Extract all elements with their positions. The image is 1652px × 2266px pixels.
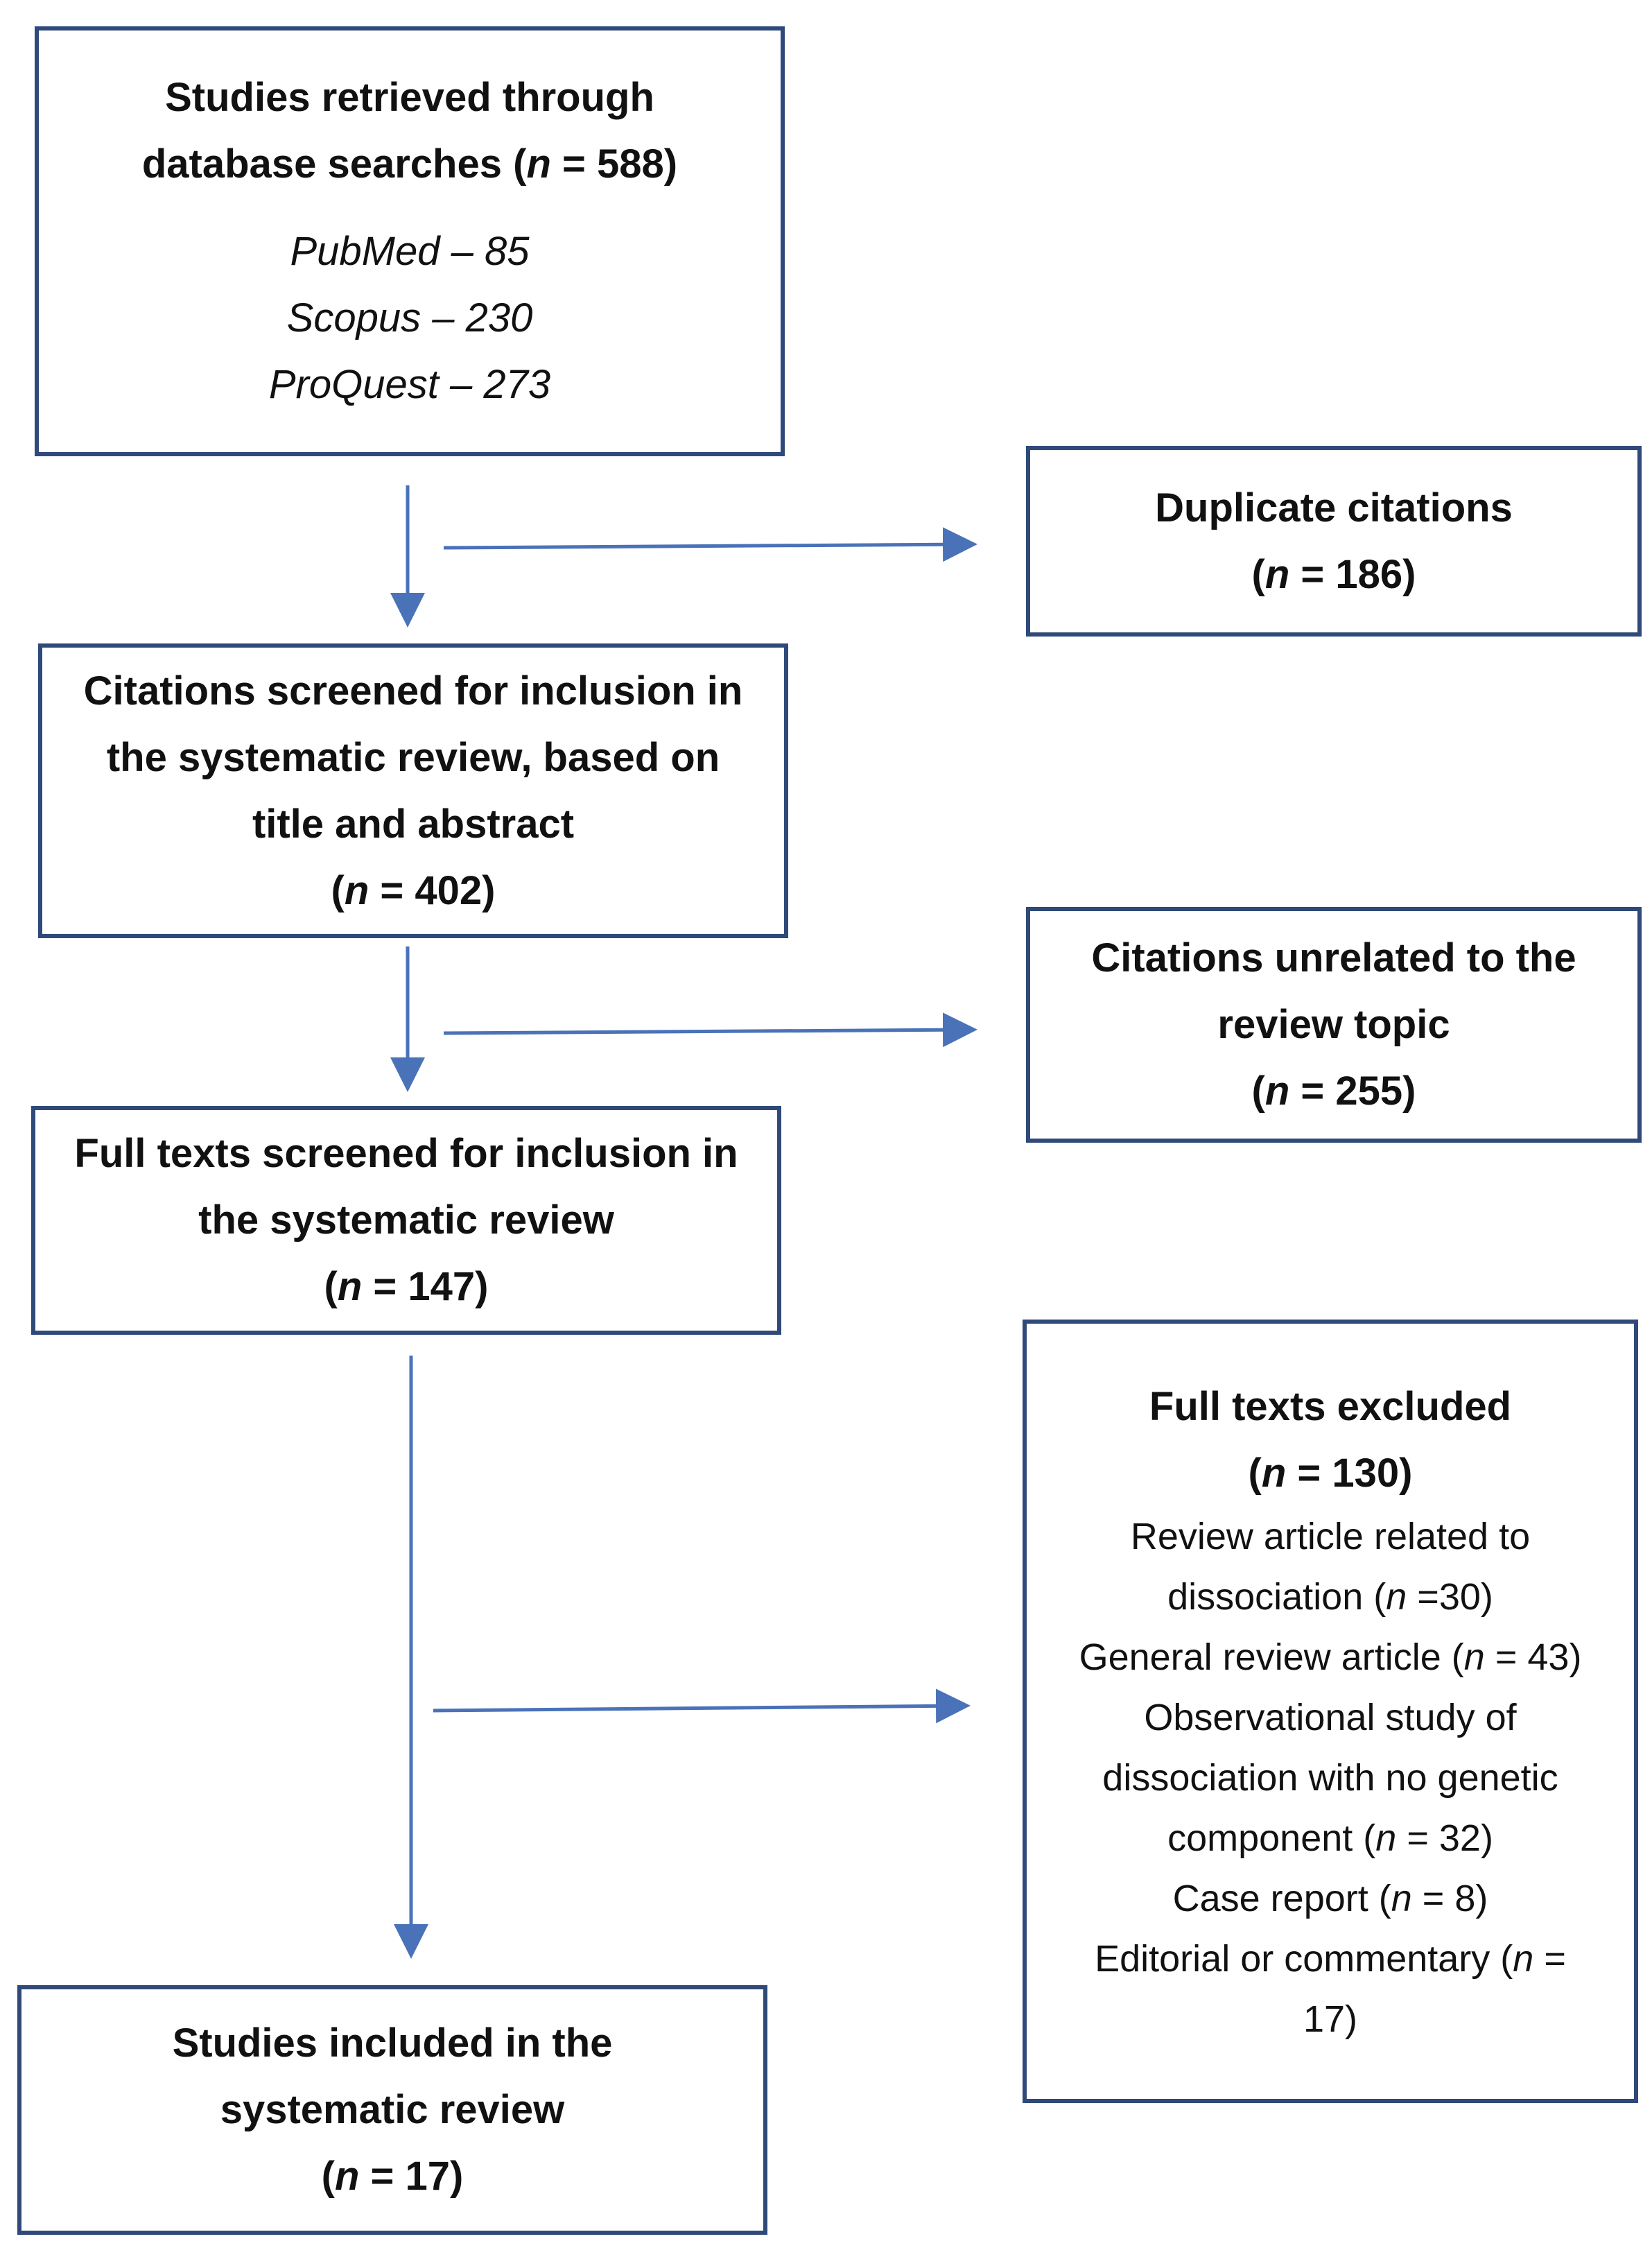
- included-title: Studies included in the systematic revie…: [172, 2021, 613, 2132]
- duplicates-count: (n = 186): [1251, 551, 1416, 597]
- screened-count: (n = 402): [331, 867, 496, 913]
- arrow-to-duplicates: [443, 527, 977, 562]
- box-full-texts-excluded: Full texts excluded (n = 130) Review art…: [1023, 1320, 1638, 2103]
- reason-observational: Observational study of dissociation with…: [1102, 1696, 1558, 1859]
- arrow-to-unrelated: [443, 1012, 977, 1048]
- reason-case-report: Case report (n = 8): [1172, 1877, 1488, 1919]
- included-count: (n = 17): [321, 2154, 464, 2199]
- retrieved-title-line: Studies retrieved through database searc…: [98, 64, 722, 198]
- screened-title: Citations screened for inclusion in the …: [83, 668, 743, 847]
- box-citations-unrelated: Citations unrelated to the review topic …: [1026, 907, 1642, 1143]
- unrelated-title: Citations unrelated to the review topic: [1091, 935, 1576, 1047]
- source-pubmed: PubMed – 85: [290, 229, 530, 274]
- fulltext-count: (n = 147): [324, 1264, 489, 1309]
- reason-general-review: General review article (n = 43): [1079, 1636, 1582, 1678]
- source-proquest: ProQuest – 273: [268, 362, 551, 407]
- fulltext-title: Full texts screened for inclusion in the…: [74, 1131, 738, 1243]
- source-scopus: Scopus – 230: [286, 295, 533, 340]
- excluded-title: Full texts excluded: [1149, 1383, 1512, 1429]
- box-studies-retrieved: Studies retrieved through database searc…: [35, 26, 785, 456]
- box-full-texts-screened: Full texts screened for inclusion in the…: [31, 1106, 781, 1335]
- retrieved-count-line: (n = 588): [513, 141, 678, 187]
- box-citations-screened: Citations screened for inclusion in the …: [38, 643, 788, 938]
- reason-editorial: Editorial or commentary (n = 17): [1095, 1937, 1566, 2040]
- box-studies-included: Studies included in the systematic revie…: [17, 1985, 767, 2235]
- arrow-to-excluded: [433, 1688, 971, 1724]
- box-duplicate-citations: Duplicate citations (n = 186): [1026, 446, 1642, 637]
- excluded-count: (n = 130): [1248, 1450, 1413, 1496]
- unrelated-count: (n = 255): [1251, 1069, 1416, 1114]
- reason-review-dissociation: Review article related to dissociation (…: [1130, 1515, 1531, 1618]
- retrieved-title: Studies retrieved through database searc…: [141, 75, 654, 187]
- duplicates-title: Duplicate citations: [1155, 485, 1513, 530]
